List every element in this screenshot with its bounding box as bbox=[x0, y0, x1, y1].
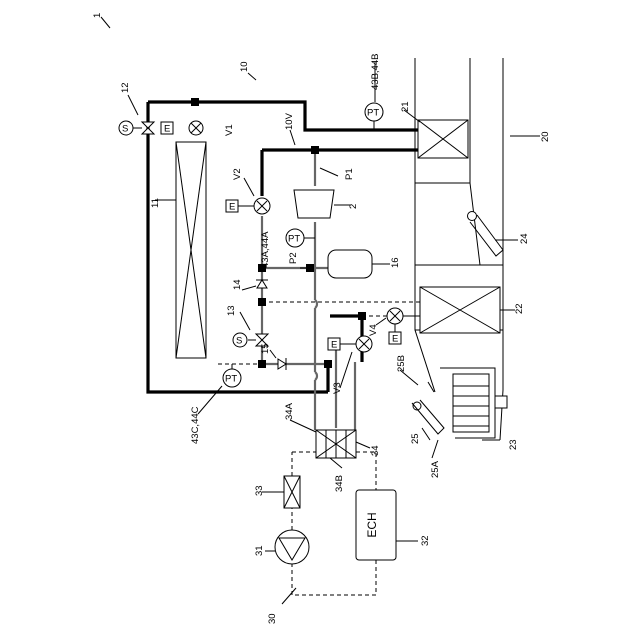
heat-exchanger-34 bbox=[316, 430, 356, 458]
label-15: 15 bbox=[260, 343, 271, 354]
label-33: 33 bbox=[254, 485, 265, 496]
label-25b: 25B bbox=[396, 355, 407, 372]
label-14: 14 bbox=[232, 279, 243, 290]
label-2: 2 bbox=[348, 204, 359, 209]
label-30: 30 bbox=[267, 613, 278, 624]
blower-unit-23 bbox=[440, 368, 507, 438]
label-11: 11 bbox=[150, 198, 161, 208]
label-1: 1 bbox=[92, 13, 103, 18]
label-43b-44b: 43B,44B bbox=[370, 54, 381, 90]
label-22: 22 bbox=[514, 303, 525, 314]
label-v1: V1 bbox=[224, 124, 235, 136]
label-20: 20 bbox=[540, 131, 551, 142]
label-p2: P2 bbox=[288, 252, 299, 264]
damper-24 bbox=[468, 212, 504, 257]
label-31: 31 bbox=[254, 545, 265, 556]
electric-symbol: E bbox=[164, 124, 170, 135]
label-25a: 25A bbox=[430, 460, 441, 478]
label-43a-44a: 43A,44A bbox=[260, 231, 271, 268]
sensor-symbol: PT bbox=[367, 108, 379, 119]
sensor-symbol: PT bbox=[288, 234, 300, 245]
check-valve-15 bbox=[278, 358, 286, 370]
label-32: 32 bbox=[420, 535, 431, 546]
accumulator-16 bbox=[328, 250, 372, 278]
component-33 bbox=[284, 476, 300, 508]
label-v3: V3 bbox=[332, 382, 343, 394]
electric-symbol: E bbox=[331, 340, 337, 351]
check-valve-14 bbox=[256, 280, 268, 288]
label-v4: V4 bbox=[368, 324, 379, 336]
label-p1: P1 bbox=[344, 168, 355, 180]
label-10: 10 bbox=[239, 61, 250, 72]
solenoid-symbol: S bbox=[122, 124, 128, 135]
label-43c-44c: 43C,44C bbox=[190, 406, 201, 444]
heater-label: ECH bbox=[365, 512, 379, 537]
electric-symbol: E bbox=[392, 334, 398, 345]
solenoid-symbol: S bbox=[236, 336, 242, 347]
label-12: 12 bbox=[120, 82, 131, 93]
label-34b: 34B bbox=[334, 475, 345, 492]
label-34a: 34A bbox=[284, 402, 295, 420]
junctions bbox=[191, 98, 366, 368]
label-34: 34 bbox=[370, 445, 381, 456]
label-16: 16 bbox=[390, 257, 401, 268]
label-25: 25 bbox=[410, 433, 421, 444]
label-24: 24 bbox=[519, 233, 530, 244]
label-21: 21 bbox=[400, 101, 411, 112]
compressor-2 bbox=[294, 190, 334, 218]
label-13: 13 bbox=[226, 305, 237, 316]
intake-door-25 bbox=[412, 382, 444, 434]
sensor-symbol: PT bbox=[225, 374, 237, 385]
heat-exchanger-22 bbox=[420, 287, 500, 333]
label-23: 23 bbox=[508, 439, 519, 450]
pump-31 bbox=[275, 530, 309, 564]
label-v2: V2 bbox=[232, 168, 243, 180]
heat-exchanger-11 bbox=[176, 142, 206, 358]
heat-exchanger-21 bbox=[418, 120, 468, 158]
label-10v: 10V bbox=[284, 112, 295, 130]
electric-symbol: E bbox=[229, 202, 235, 213]
